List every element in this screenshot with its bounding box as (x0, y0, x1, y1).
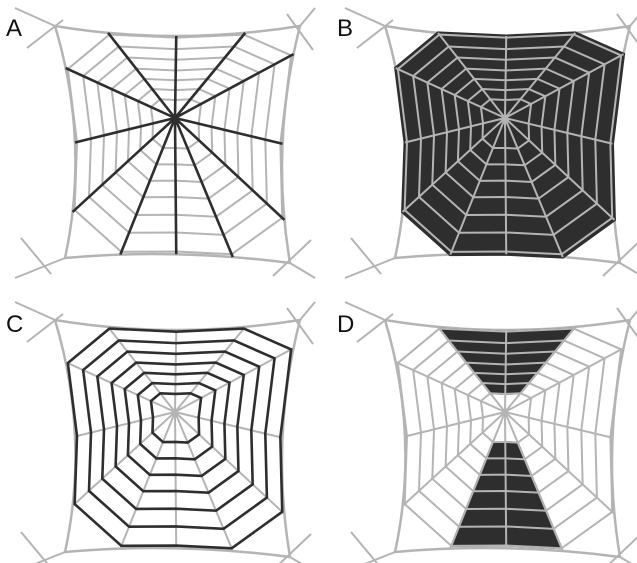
bridge-thread (287, 308, 313, 344)
panel-b: B (337, 8, 637, 278)
anchor-thread (300, 302, 315, 320)
anchor-thread (630, 8, 637, 26)
web (15, 302, 315, 563)
radius-thread (175, 118, 176, 254)
radius-thread (505, 118, 506, 254)
capture-area-fill (396, 33, 624, 257)
panel-a: A (6, 8, 315, 278)
radius-thread (175, 118, 284, 220)
panel-label-a: A (6, 15, 22, 42)
radius-thread (505, 330, 506, 412)
radius-thread (108, 33, 175, 118)
radius-thread (505, 36, 506, 118)
radius-thread (175, 412, 284, 514)
web (345, 8, 637, 278)
bridge-thread (273, 240, 311, 276)
panel-label-d: D (337, 311, 354, 338)
radius-thread (175, 54, 294, 118)
spiral-ring (83, 46, 274, 234)
anchor-thread (620, 263, 637, 278)
panel-d: D (337, 302, 637, 563)
spiral-ring (68, 35, 291, 255)
panel-label-c: C (6, 311, 23, 338)
radius-thread (175, 33, 245, 118)
radius-thread (175, 36, 176, 118)
spiral-ring (83, 340, 274, 528)
bridge-thread (287, 14, 313, 50)
web (345, 302, 637, 563)
anchor-thread (290, 263, 315, 278)
bridge-thread (617, 308, 637, 344)
anchor-thread (290, 557, 315, 563)
radius-thread (175, 412, 176, 548)
radius-thread (66, 68, 175, 118)
bridge-thread (603, 534, 637, 563)
web (15, 8, 315, 278)
anchor-thread (630, 302, 637, 320)
panel-c: C (6, 302, 315, 563)
radius-thread (505, 412, 506, 548)
anchor-thread (300, 8, 315, 26)
bridge-thread (617, 14, 637, 50)
spiral-ring (68, 329, 291, 549)
anchor-thread (620, 557, 637, 563)
panel-label-b: B (337, 15, 353, 42)
